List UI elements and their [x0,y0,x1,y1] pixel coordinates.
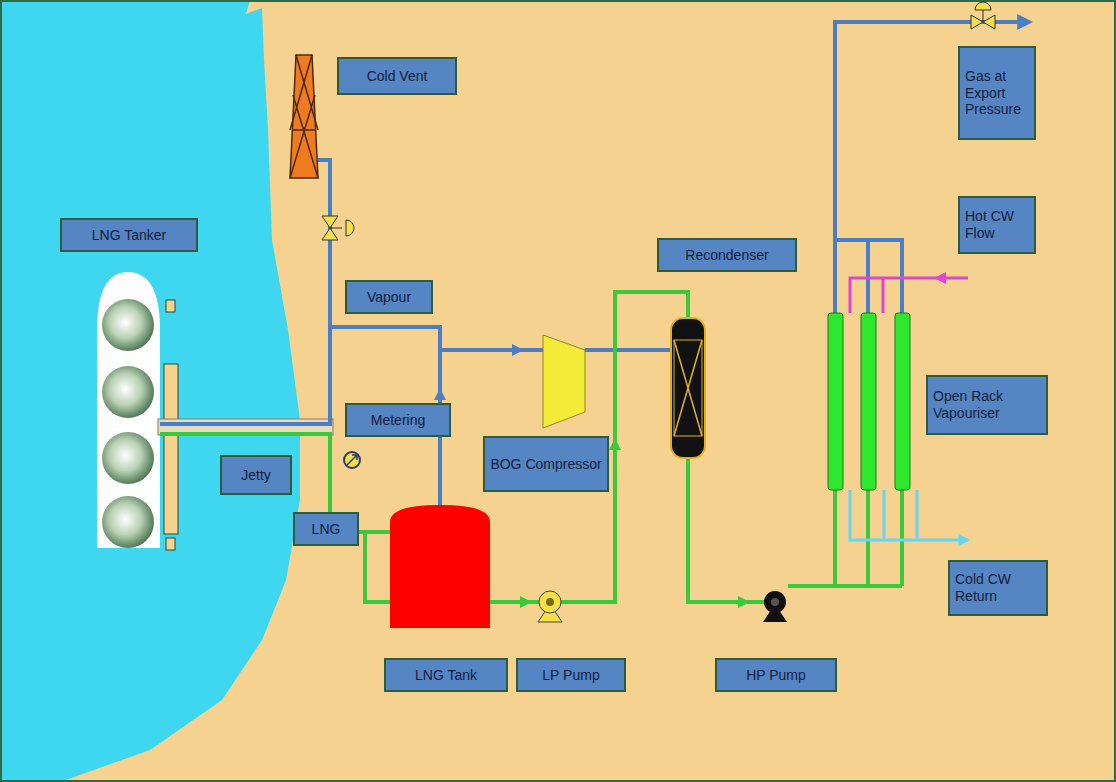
label-box: Hot CW Flow [958,196,1036,254]
lng-pipes [365,532,392,602]
flow-arrows [434,344,524,400]
lng-pipes [688,458,765,602]
label-text: Cold CW Return [955,571,1041,605]
label-text: Metering [371,412,425,429]
lp-pump [538,591,562,622]
cold-cw-line [850,490,968,540]
label-box: LP Pump [516,658,626,692]
export-valve [971,2,995,29]
export-valve [975,2,991,22]
hp-pump [764,591,786,613]
open-rack-vapouriser [895,313,910,490]
label-box: Cold CW Return [948,560,1048,616]
label-box: LNG [293,512,359,546]
label-text: Vapour [367,289,411,306]
vent-valve [322,216,354,240]
vent-valve [322,228,338,240]
lng-tanker [102,496,154,548]
label-text: Cold Vent [367,68,428,85]
open-rack-vapouriser [861,313,876,490]
flow-meter [344,452,360,468]
sea [0,0,300,782]
vent-valve [322,216,338,228]
lng-pipes [160,292,902,602]
cold-cw-line [884,490,917,540]
lp-pump [539,591,561,613]
vapour-pipes [440,348,545,352]
lng-tanker [97,272,160,548]
recondenser-column [671,318,705,458]
flow-meter [344,452,360,468]
vent-valve [330,220,354,236]
label-text: BOG Compressor [490,456,601,473]
label-box: LNG Tanker [60,218,198,252]
label-box: Metering [345,403,451,437]
recondenser-column [674,340,702,436]
flow-meter [347,455,357,465]
label-box: Jetty [220,455,292,495]
jetty-structure [166,300,175,312]
label-text: Recondenser [685,247,768,264]
hp-pump [763,591,787,622]
lng-tanker [97,272,160,548]
open-rack-vapouriser [828,313,910,490]
recondenser-column [674,340,702,436]
label-text: LNG Tank [415,667,477,684]
cold-vent-stack [290,55,318,178]
jetty-structure [164,364,178,534]
label-text: LP Pump [542,667,599,684]
bog-compressor [543,335,585,428]
label-box: HP Pump [715,658,837,692]
hot-cw-line [850,278,968,313]
label-box: Gas at Export Pressure [958,46,1036,140]
recondenser-column [671,318,705,458]
label-box: BOG Compressor [483,436,609,492]
cold-vent-stack [290,55,318,178]
flow-arrows [434,388,446,400]
flow-arrows [738,596,750,608]
lng-pipes [490,600,540,604]
label-box: Open Rack Vapouriser [926,375,1048,435]
jetty-structure [166,538,175,550]
label-text: Gas at Export Pressure [965,68,1029,118]
lng-tanker [102,432,154,484]
label-text: LNG [312,521,341,538]
label-text: Hot CW Flow [965,208,1029,242]
flow-arrows [609,438,621,450]
hot-cw-line [850,278,968,313]
label-box: Recondenser [657,238,797,272]
flow-arrows [934,272,946,284]
label-box: Cold Vent [337,57,457,95]
lp-pump [546,598,554,606]
open-rack-vapouriser [828,313,843,490]
vapour-pipes [160,160,330,424]
flow-arrows [512,344,524,356]
export-valve [983,15,995,29]
label-text: LNG Tanker [92,227,166,244]
lng-tank [390,505,490,628]
export-valve [971,15,983,29]
cold-cw-line [850,490,968,540]
label-text: Jetty [241,467,271,484]
label-text: HP Pump [746,667,806,684]
lng-tanker [102,299,154,351]
label-text: Open Rack Vapouriser [933,388,1041,422]
hp-pump [771,598,779,606]
flow-arrows [520,596,532,608]
lng-tanker [102,366,154,418]
vapour-pipes [585,348,672,352]
label-box: LNG Tank [384,658,508,692]
cold-vent-stack [290,55,318,178]
label-box: Vapour [345,280,433,314]
